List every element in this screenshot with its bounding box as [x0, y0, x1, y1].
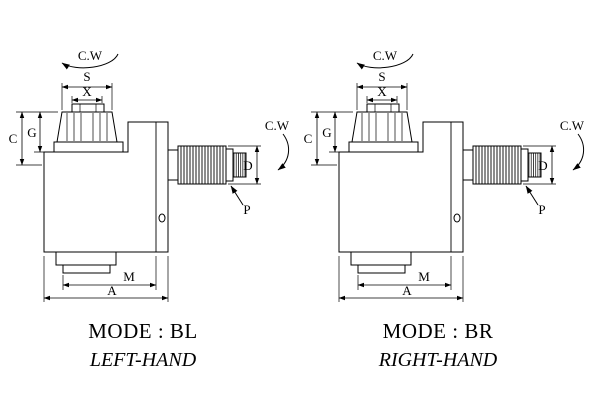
dim-label-cw-side: C.W [560, 118, 585, 133]
dim-label-a: A [402, 283, 412, 298]
dim-label-c: C [304, 131, 313, 146]
dim-label-s: S [83, 69, 90, 84]
mode-caption: MODE : BL [88, 319, 198, 343]
dim-label-cw-top: C.W [373, 48, 398, 63]
tool-holder-geometry [311, 54, 584, 302]
dim-label-x: X [377, 84, 387, 99]
dim-label-g: G [322, 125, 331, 140]
tool-holder-geometry [16, 54, 289, 302]
drawing-right: C.W S X G C C.W D P M A MODE : BR RIGHT-… [304, 48, 585, 371]
mode-caption: MODE : BR [383, 319, 494, 343]
dim-label-g: G [27, 125, 36, 140]
dim-label-m: M [418, 269, 430, 284]
hand-caption: RIGHT-HAND [378, 349, 498, 371]
dim-label-cw-side: C.W [265, 118, 290, 133]
dim-label-c: C [9, 131, 18, 146]
dim-label-m: M [123, 269, 135, 284]
drawing-left: C.W S X G C C.W D P M A MODE : BL LEFT-H… [9, 48, 290, 371]
dim-label-x: X [82, 84, 92, 99]
dim-label-cw-top: C.W [78, 48, 103, 63]
dim-label-a: A [107, 283, 117, 298]
dim-label-p: P [243, 202, 250, 217]
dim-label-d: D [243, 158, 252, 173]
hand-caption: LEFT-HAND [89, 349, 197, 371]
dim-label-d: D [538, 158, 547, 173]
dim-label-p: P [538, 202, 545, 217]
dim-label-s: S [378, 69, 385, 84]
